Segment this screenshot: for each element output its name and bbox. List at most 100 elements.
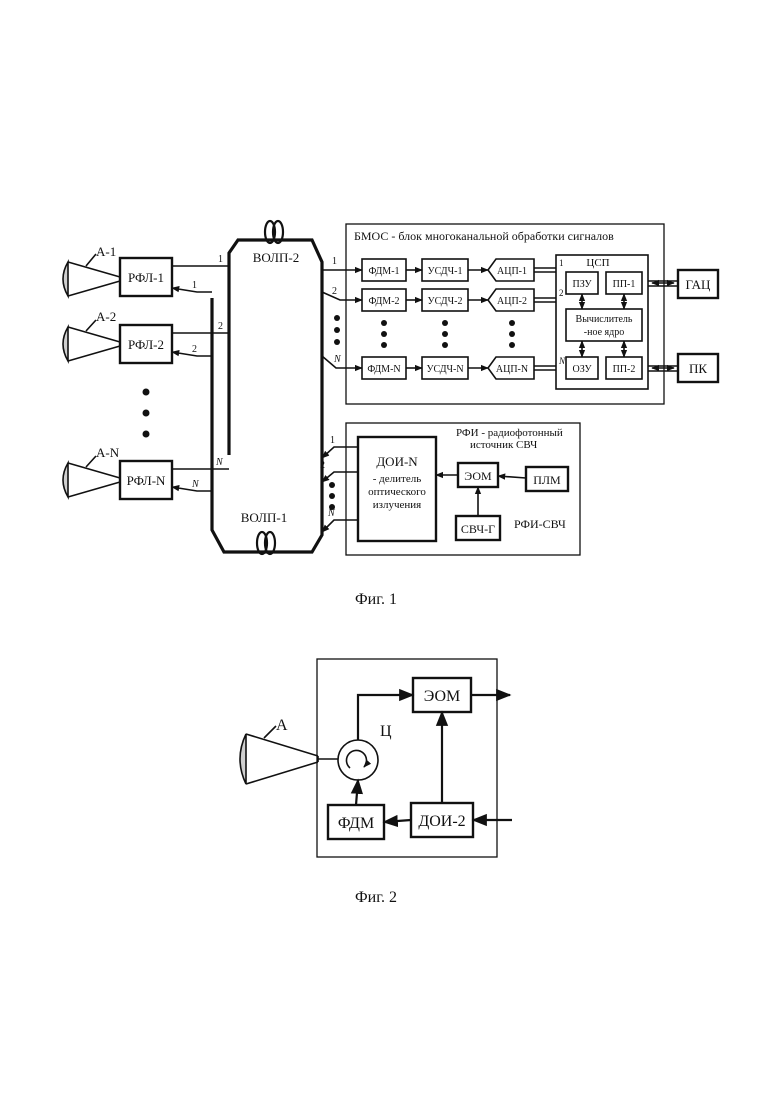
ellipsis-dot <box>509 320 515 326</box>
gac-label: ГАЦ <box>686 277 711 292</box>
eom-block: ЭОМ <box>458 463 498 487</box>
plm-block: ПЛМ <box>526 467 568 491</box>
usdch-n-label: УСДЧ-N <box>426 364 463 375</box>
volp-2-coil: ВОЛП-2 <box>253 221 299 265</box>
usdch-n-block: УСДЧ-N <box>422 357 468 379</box>
acp-2-label: АЦП-2 <box>497 296 527 307</box>
ellipsis-dot <box>329 504 335 510</box>
fig2-eom-block: ЭОМ <box>413 678 471 712</box>
fdm-n-label: ФДМ-N <box>367 364 400 375</box>
ellipsis-dot <box>143 431 150 438</box>
acp-n-bus <box>534 366 556 370</box>
figure-2: А Ц ЭОМ ФДМ ДОИ-2 Фиг. 2 <box>240 659 512 906</box>
rfl-1-label: РФЛ-1 <box>128 270 164 285</box>
ellipsis-dot <box>334 327 340 333</box>
acp-2-bus <box>534 298 556 302</box>
plm-to-eom <box>498 476 526 478</box>
ellipsis-dot <box>381 320 387 326</box>
ellipsis-dot <box>143 410 150 417</box>
csp-block: ЦСП 1 2 N ПЗУ ПП-1 Вычислитель -ное ядро… <box>556 255 648 389</box>
pzu-label: ПЗУ <box>572 279 592 290</box>
acp-1-label: АЦП-1 <box>497 266 527 277</box>
fig2-eom-label: ЭОМ <box>424 688 461 705</box>
csp-port-1: 1 <box>559 258 564 268</box>
core-label-1: Вычислитель <box>576 314 633 325</box>
ellipsis-dot <box>143 389 150 396</box>
antenna-1: А-1 <box>63 244 120 296</box>
acp-2-block: АЦП-2 <box>488 289 534 311</box>
rfl-2-out-port: 2 <box>218 321 223 332</box>
bmos-title: БМОС - блок многоканальной обработки сиг… <box>354 229 614 243</box>
ellipsis-dot <box>442 331 448 337</box>
svch-g-label: СВЧ-Г <box>461 522 495 536</box>
volp-1-coil: ВОЛП-1 <box>241 510 287 554</box>
rfi-port-2: 2 <box>320 460 325 471</box>
ellipsis-dot <box>329 493 335 499</box>
circulator: Ц <box>338 723 392 780</box>
bmos-chn-line <box>322 356 362 368</box>
rfi-title-1: РФИ - радиофотонный <box>456 427 563 439</box>
antenna-label-n: А-N <box>96 445 120 460</box>
ellipsis-dot <box>442 320 448 326</box>
antenna-n: А-N <box>63 445 120 497</box>
ellipsis-dot <box>334 315 340 321</box>
fig2-doi2-label: ДОИ-2 <box>418 813 465 830</box>
volp-2-label: ВОЛП-2 <box>253 250 299 265</box>
antenna-2: А-2 <box>63 309 120 361</box>
ozu-label: ОЗУ <box>572 364 592 375</box>
rfl-1-block: РФЛ-1 <box>120 258 172 296</box>
fdm-1-block: ФДМ-1 <box>362 259 406 281</box>
pp1-label: ПП-1 <box>613 279 636 290</box>
fig2-fdm-block: ФДМ <box>328 805 384 839</box>
plm-label: ПЛМ <box>533 473 561 487</box>
svch-g-block: СВЧ-Г <box>456 516 500 540</box>
rfi-svch-label: РФИ-СВЧ <box>514 517 566 531</box>
usdch-1-block: УСДЧ-1 <box>422 259 468 281</box>
fig2-caption: Фиг. 2 <box>355 889 397 906</box>
rfl-2-block: РФЛ-2 <box>120 325 172 363</box>
acp-n-label: АЦП-N <box>496 364 528 375</box>
bmos-port-n: N <box>333 354 342 365</box>
antenna-label-2: А-2 <box>96 309 116 324</box>
usdch-2-label: УСДЧ-2 <box>428 296 463 307</box>
usdch-2-block: УСДЧ-2 <box>422 289 468 311</box>
doi-n-block: ДОИ-N - делитель оптического излучения <box>358 437 436 541</box>
rfl-2-label: РФЛ-2 <box>128 337 164 352</box>
rfl-n-out-port: N <box>215 457 224 468</box>
ellipsis-dot <box>381 331 387 337</box>
antenna-label-1: А-1 <box>96 244 116 259</box>
pk-label: ПК <box>689 361 707 376</box>
rfl-n-label: РФЛ-N <box>127 473 166 488</box>
rfl-n-block: РФЛ-N <box>120 461 172 499</box>
ellipsis-dot <box>509 331 515 337</box>
csp-port-n: N <box>558 356 566 366</box>
pk-block: ПК <box>678 354 718 382</box>
bmos-ch2-line <box>322 292 362 300</box>
ellipsis-dot <box>329 482 335 488</box>
fdm-n-block: ФДМ-N <box>362 357 406 379</box>
ellipsis-dot <box>334 339 340 345</box>
fdm-2-label: ФДМ-2 <box>368 296 399 307</box>
fig2-doi2-block: ДОИ-2 <box>411 803 473 837</box>
fdm-to-circ <box>356 780 358 805</box>
pp2-label: ПП-2 <box>613 364 636 375</box>
ellipsis-dot <box>381 342 387 348</box>
rfl-1-in-port: 1 <box>192 280 197 291</box>
doi-out-2 <box>322 472 358 482</box>
doi-n-label-2: - делитель <box>373 473 421 485</box>
volp-1-label: ВОЛП-1 <box>241 510 287 525</box>
bmos-port-1: 1 <box>332 256 337 267</box>
core-label-2: -ное ядро <box>584 327 624 338</box>
doi-out-n <box>322 520 358 532</box>
fig2-antenna: А <box>240 717 318 784</box>
rfl-n-in-port: N <box>191 479 200 490</box>
ellipsis-dot <box>442 342 448 348</box>
doi-n-label-1: ДОИ-N <box>376 454 418 469</box>
doi2-to-fdm <box>384 820 411 822</box>
fdm-1-label: ФДМ-1 <box>368 266 399 277</box>
rfl-1-out-port: 1 <box>218 254 223 265</box>
rfi-port-1: 1 <box>330 435 335 446</box>
gac-block: ГАЦ <box>678 270 718 298</box>
acp-1-bus <box>534 268 556 272</box>
